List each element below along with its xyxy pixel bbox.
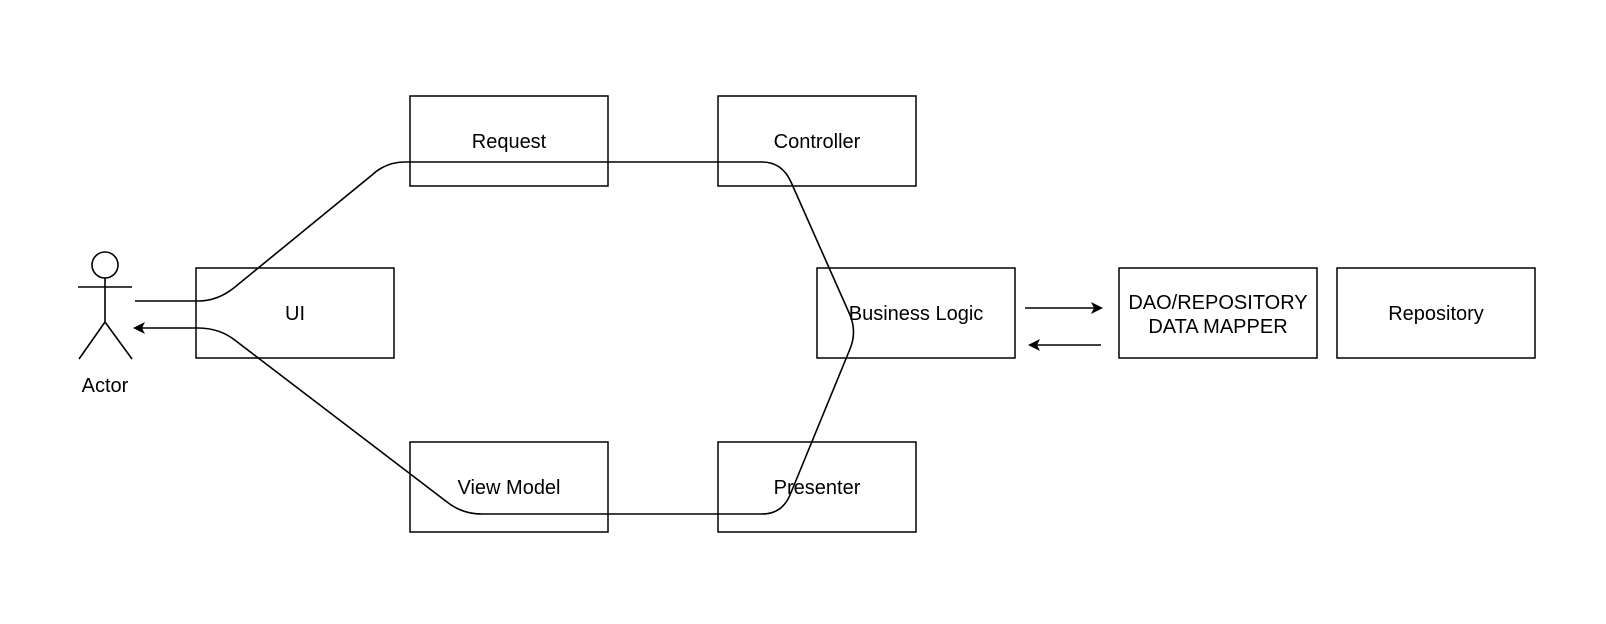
presenter-node[interactable]: Presenter — [717, 441, 917, 533]
controller-node[interactable]: Controller — [717, 95, 917, 187]
ui-node-label: UI — [285, 303, 305, 325]
repository-node[interactable]: Repository — [1336, 267, 1536, 359]
actor-left-leg — [78, 321, 106, 360]
actor-head — [91, 251, 119, 279]
controller-node-label: Controller — [774, 131, 861, 153]
request-node-label: Request — [472, 131, 547, 153]
business-logic-node-label: Business Logic — [849, 303, 984, 325]
actor-figure[interactable]: Actor — [78, 251, 133, 397]
view-model-node[interactable]: View Model — [409, 441, 609, 533]
presenter-node-label: Presenter — [774, 477, 861, 499]
business-logic-node[interactable]: Business Logic — [816, 267, 1016, 359]
dao-repository-node[interactable]: DAO/REPOSITORY DATA MAPPER — [1118, 267, 1318, 359]
request-node[interactable]: Request — [409, 95, 609, 187]
actor-right-leg — [104, 321, 133, 360]
dao-repository-label-line1: DAO/REPOSITORY — [1128, 292, 1307, 314]
actor-label: Actor — [82, 375, 129, 397]
view-model-node-label: View Model — [457, 477, 560, 499]
dao-repository-label-line2: DATA MAPPER — [1148, 316, 1287, 338]
ui-node[interactable]: UI — [195, 267, 395, 359]
repository-node-label: Repository — [1388, 303, 1484, 325]
request-flow-connector — [133, 161, 855, 515]
